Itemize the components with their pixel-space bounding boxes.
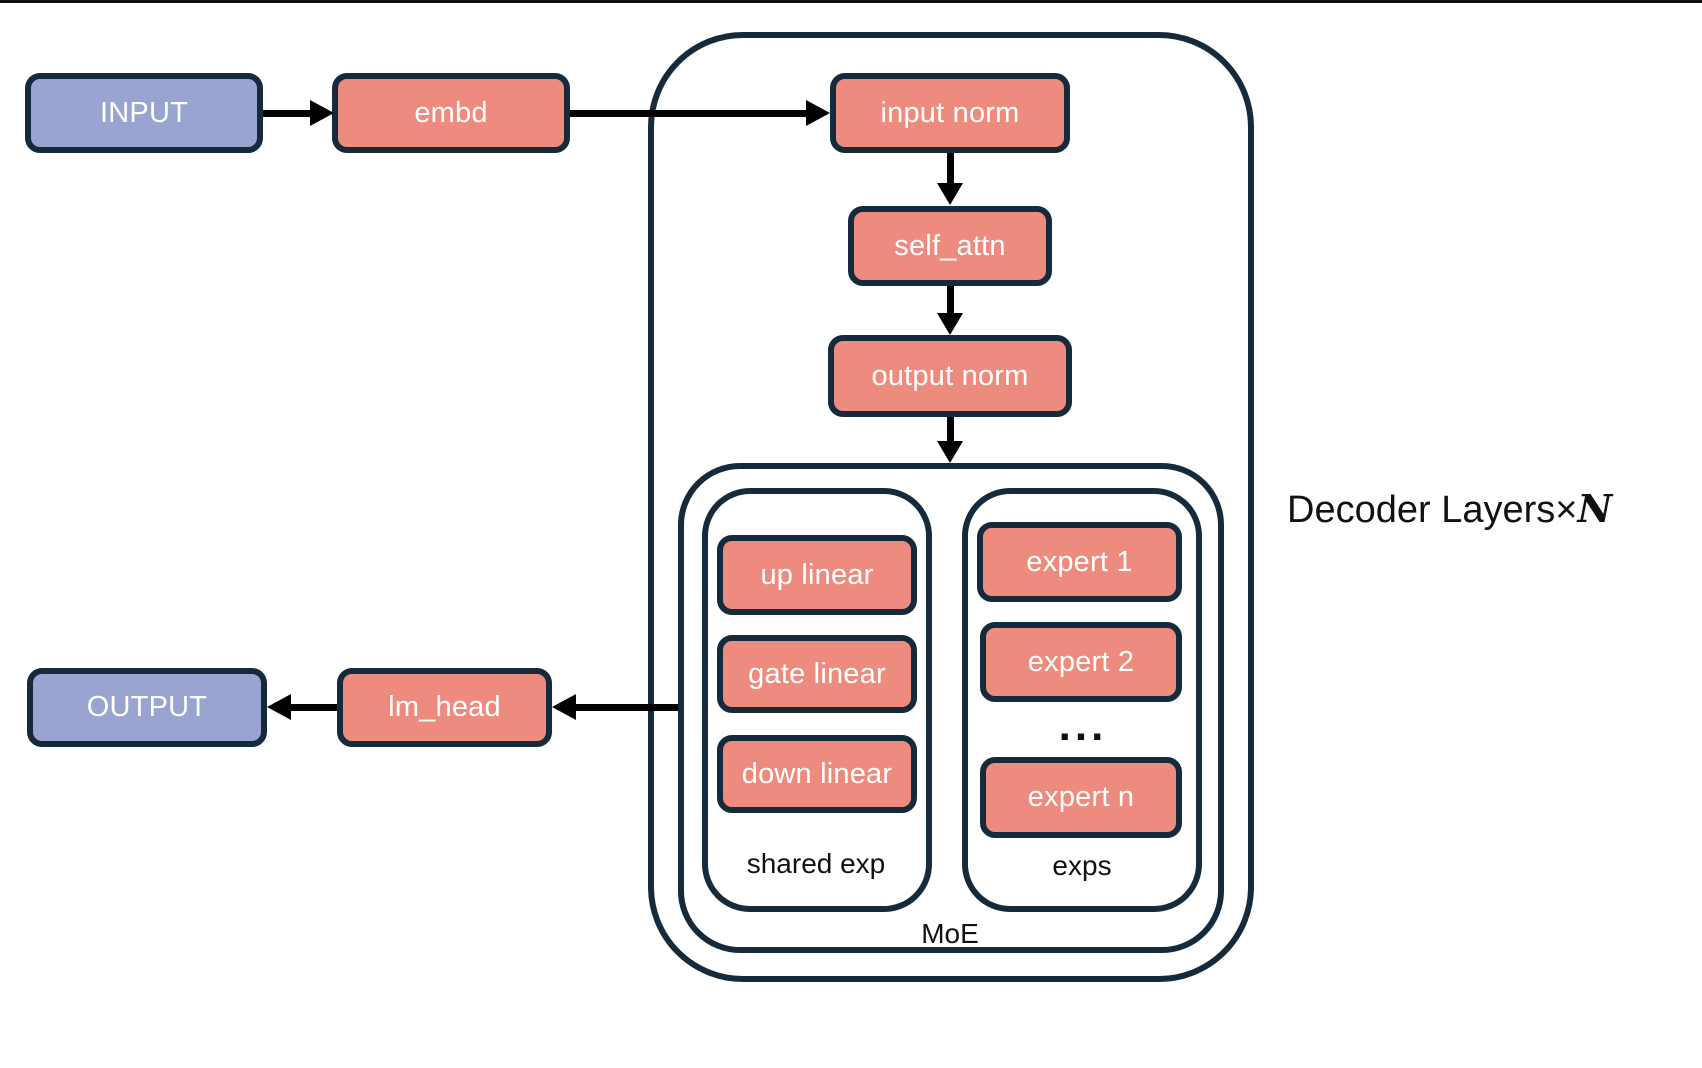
moe-label: MoE [921, 918, 979, 949]
moe-container [678, 463, 1224, 953]
self-attn-node: self_attn [848, 206, 1052, 286]
top-border-line [0, 0, 1702, 3]
output-norm-node: output norm [828, 335, 1072, 417]
decoder-layers-label: Decoder Layers×N [1287, 486, 1612, 532]
lm-head-node: lm_head [337, 668, 552, 747]
embd-node: embd [332, 73, 570, 153]
expert-n-node: expert n [980, 757, 1182, 838]
decoder-layers-count-variable: N [1577, 486, 1613, 531]
exps-label: exps [1052, 850, 1112, 881]
expert-1-node: expert 1 [977, 522, 1182, 602]
input-node: INPUT [25, 73, 263, 153]
exps-container [962, 488, 1202, 912]
experts-ellipsis: ... [1058, 701, 1108, 750]
decoder-layers-container [648, 32, 1254, 982]
output-node: OUTPUT [27, 668, 267, 747]
gate-linear-node: gate linear [717, 635, 917, 713]
up-linear-node: up linear [717, 535, 917, 615]
decoder-layers-label-text: Decoder Layers× [1287, 489, 1578, 531]
down-linear-node: down linear [717, 735, 917, 813]
shared-exp-label: shared exp [746, 848, 886, 879]
expert-2-node: expert 2 [980, 622, 1182, 702]
shared-exp-container [702, 488, 932, 912]
input-norm-node: input norm [830, 73, 1070, 153]
